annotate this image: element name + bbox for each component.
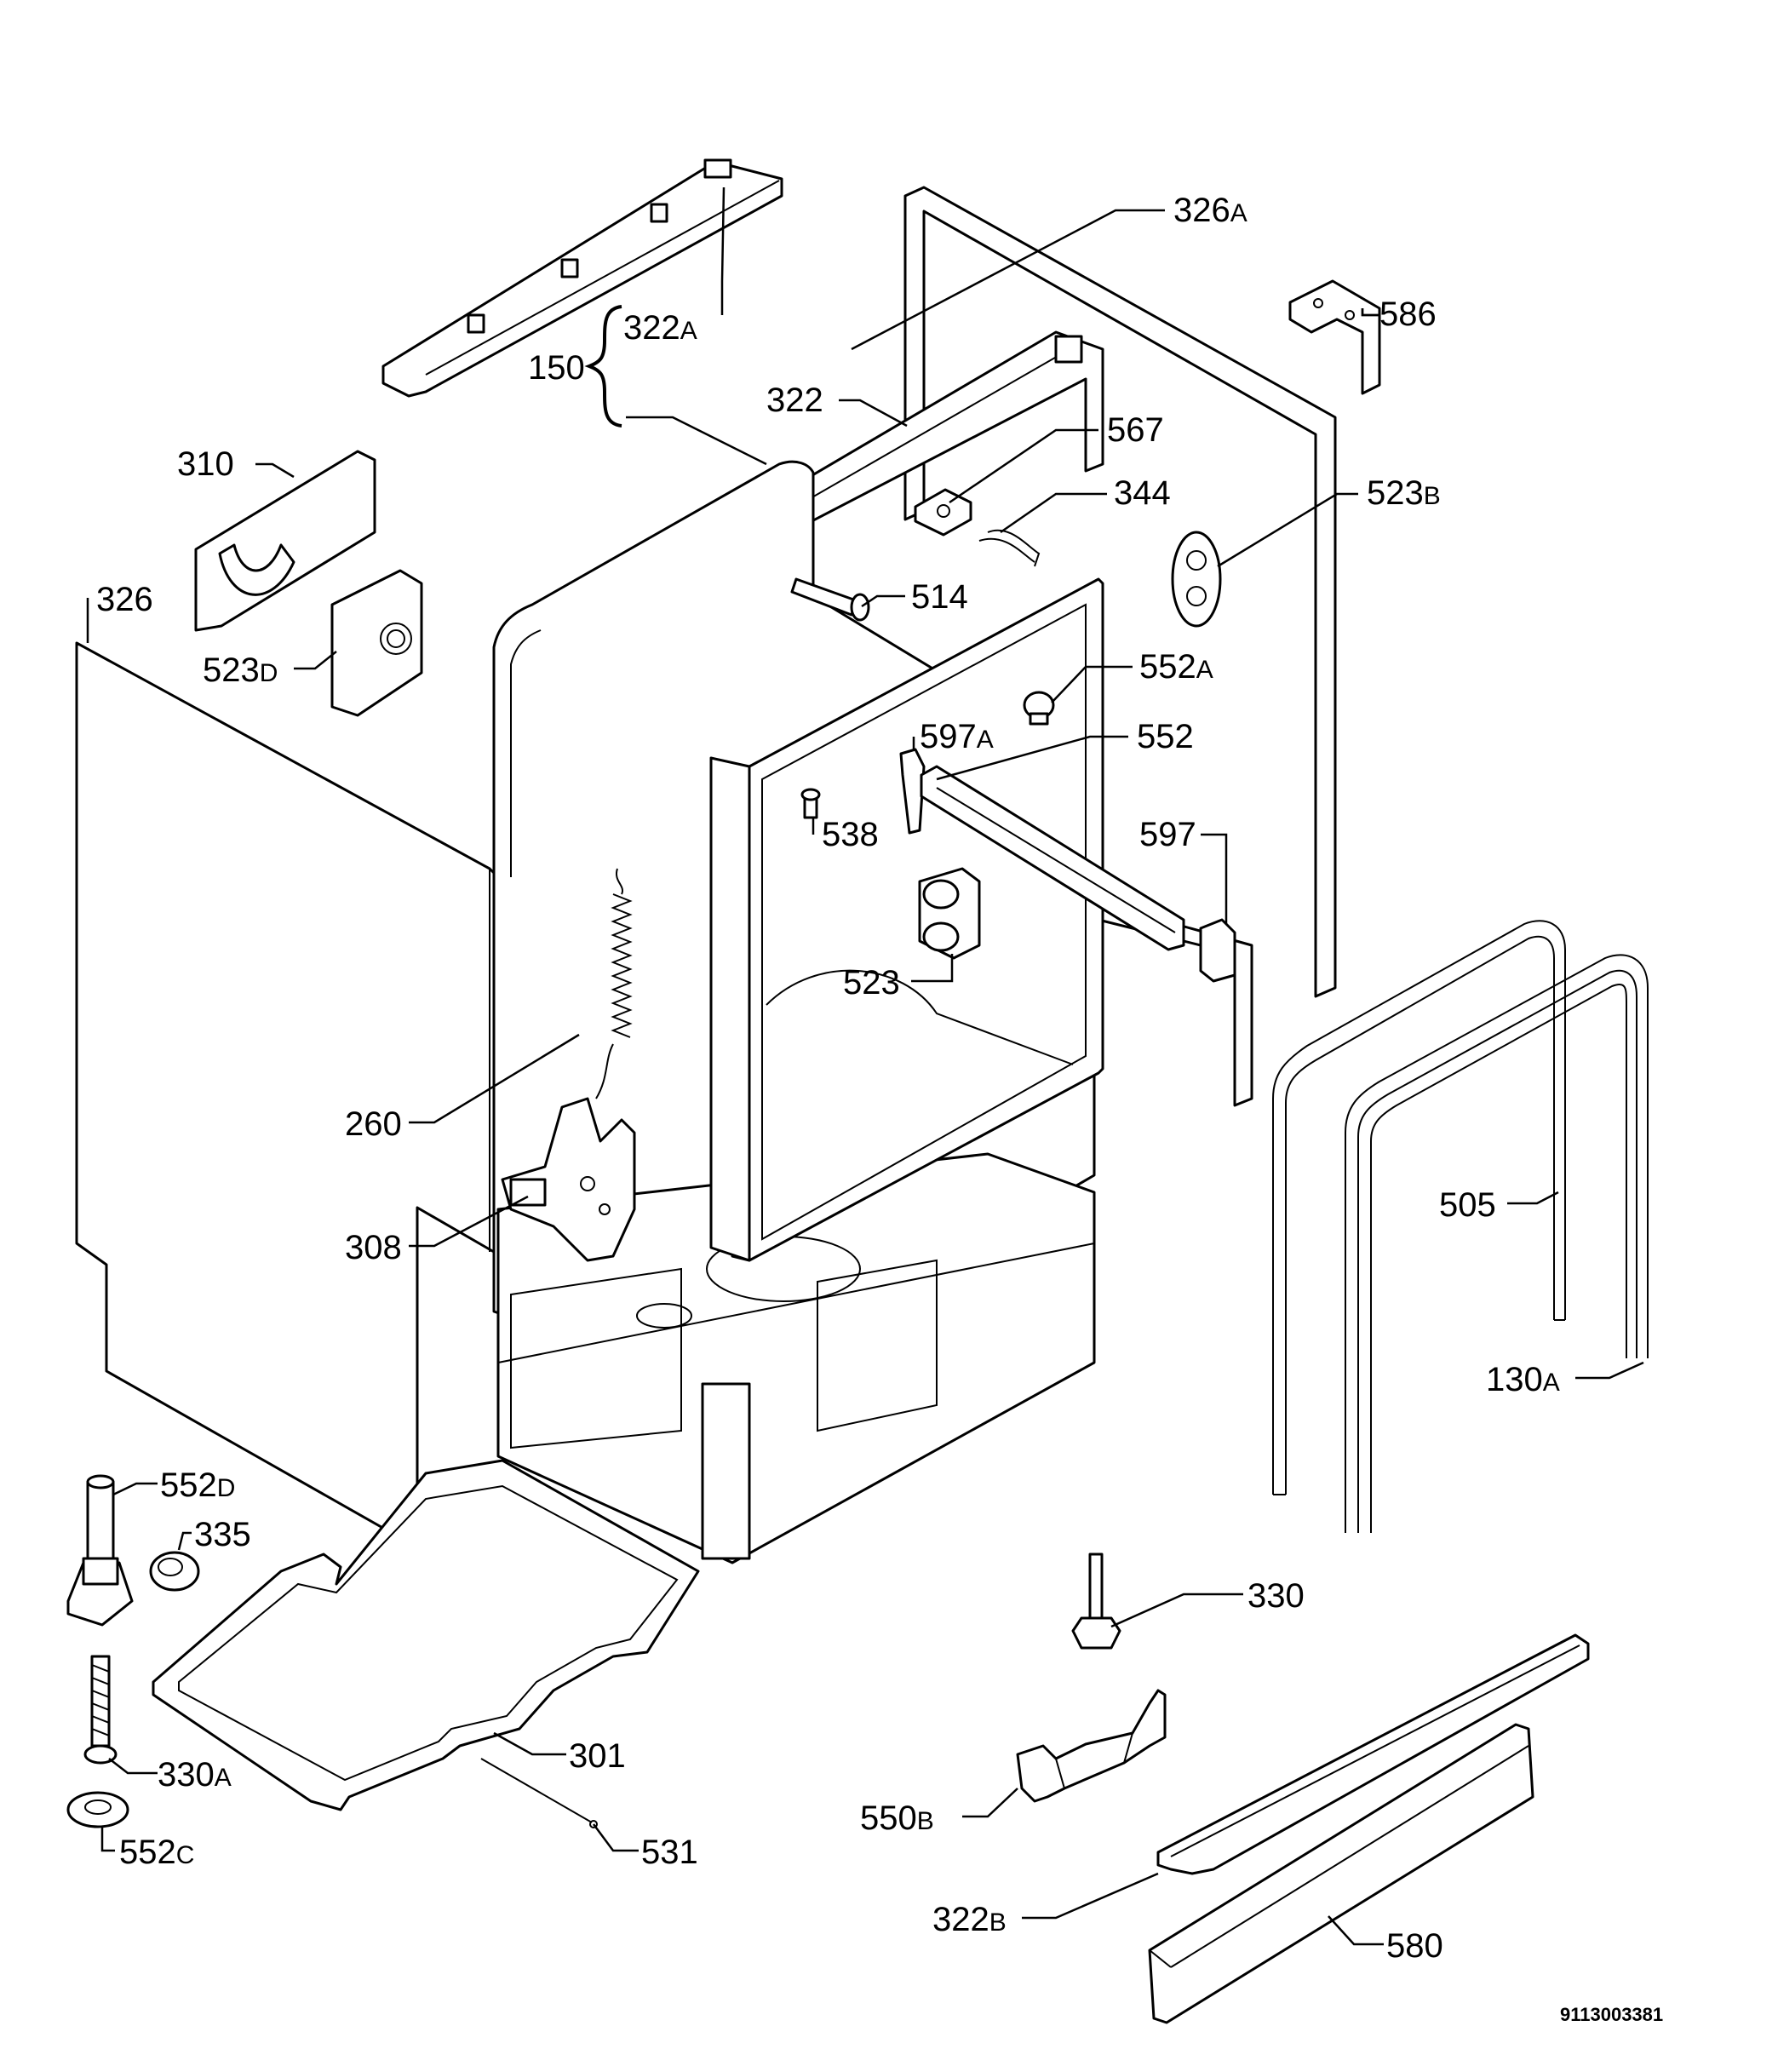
- part-322a-top-rail: [381, 158, 783, 398]
- part-505-door-seal: [1272, 920, 1566, 1495]
- label-260: 260: [345, 1105, 402, 1143]
- label-514: 514: [911, 578, 968, 616]
- part-344-spring-clip: [978, 529, 1041, 567]
- part-523b-grommet: [1171, 531, 1222, 628]
- brace-150: [584, 305, 622, 428]
- label-552c: 552C: [119, 1834, 194, 1871]
- label-330a: 330A: [158, 1756, 232, 1794]
- label-326: 326: [96, 581, 153, 618]
- label-586: 586: [1379, 296, 1437, 333]
- part-330-leveling-foot: [1071, 1553, 1121, 1650]
- label-580: 580: [1386, 1927, 1443, 1965]
- part-door-frame: [709, 577, 1104, 1262]
- part-base-frame: [496, 1152, 1096, 1564]
- part-330a-screw-foot: [83, 1655, 118, 1765]
- callout-labels: 326A 322A 586 150 322 567 310 344 523B 3…: [96, 192, 1663, 2025]
- part-335-gear: [149, 1551, 200, 1592]
- label-344: 344: [1114, 474, 1171, 512]
- label-301: 301: [569, 1737, 626, 1775]
- label-322b: 322B: [932, 1901, 1007, 1938]
- part-550b-bracket: [1016, 1689, 1167, 1803]
- label-322: 322: [766, 382, 823, 419]
- label-523: 523: [843, 964, 900, 1002]
- part-301-bottom-frame: [152, 1459, 700, 1811]
- label-550b: 550B: [860, 1799, 934, 1837]
- label-552a: 552A: [1139, 648, 1213, 686]
- leader-lines: [86, 187, 1644, 1946]
- label-308: 308: [345, 1229, 402, 1266]
- part-567-clip: [914, 488, 972, 537]
- part-552d-leg: [66, 1474, 134, 1627]
- label-597: 597: [1139, 816, 1196, 853]
- part-597-stop: [1199, 918, 1236, 983]
- part-523d-plate: [330, 569, 423, 717]
- part-310-cover: [194, 450, 376, 632]
- label-150: 150: [528, 349, 585, 387]
- label-531: 531: [641, 1834, 698, 1871]
- part-597a-latch: [899, 748, 926, 835]
- part-586-bracket: [1288, 279, 1381, 395]
- part-260-spring: [595, 868, 633, 1099]
- label-322a: 322A: [623, 309, 697, 347]
- label-505: 505: [1439, 1186, 1496, 1224]
- label-597a: 597A: [920, 718, 994, 755]
- label-523d: 523D: [203, 651, 278, 689]
- label-552d: 552D: [160, 1466, 235, 1504]
- part-580-kick-plate: [1148, 1723, 1534, 2024]
- part-523-double-grommet: [918, 867, 981, 960]
- label-567: 567: [1107, 411, 1164, 449]
- part-322b-bottom-rail: [1156, 1633, 1590, 1875]
- part-326-side-panel: [75, 641, 496, 1556]
- part-552-guide-rail: [920, 765, 1185, 951]
- part-538-screw: [800, 788, 821, 819]
- label-310: 310: [177, 445, 234, 483]
- label-538: 538: [822, 816, 879, 853]
- part-531-rod: [480, 1758, 598, 1828]
- part-308-hinge: [501, 1097, 636, 1262]
- part-552a-knob: [1023, 691, 1055, 726]
- part-514-pin: [790, 577, 870, 622]
- part-130a-tub-seal: [1345, 954, 1649, 1533]
- label-326a: 326A: [1173, 192, 1247, 229]
- label-335: 335: [194, 1516, 251, 1553]
- label-130a: 130A: [1486, 1361, 1560, 1398]
- part-552c-foot-pad: [66, 1791, 129, 1828]
- label-552: 552: [1137, 718, 1194, 755]
- label-330: 330: [1247, 1577, 1305, 1615]
- label-523b: 523B: [1367, 474, 1441, 512]
- document-code: 9113003381: [1560, 2004, 1663, 2025]
